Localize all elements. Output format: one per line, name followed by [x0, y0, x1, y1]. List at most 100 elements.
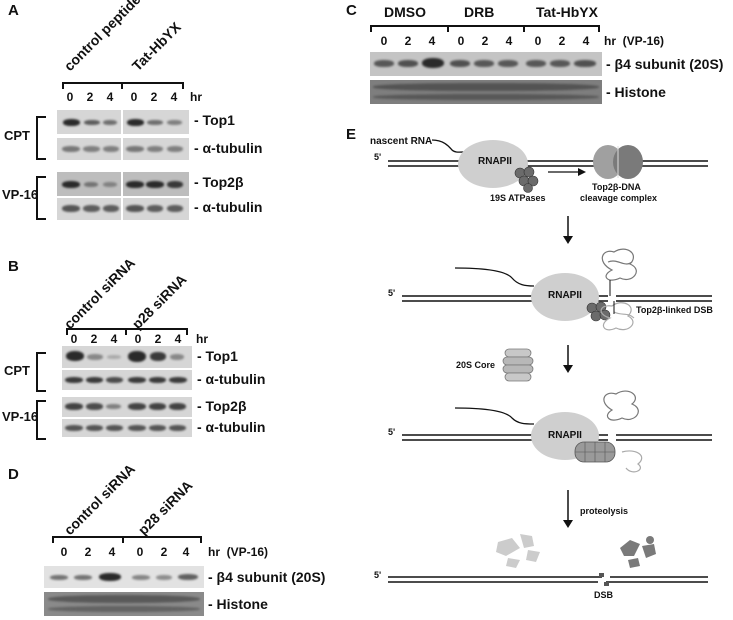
- blot-tubulin-b2: [62, 419, 192, 437]
- band-label-b4: - β4 subunit (20S): [208, 569, 326, 585]
- lane-label: 2: [481, 34, 489, 48]
- band-label-tubulin: - α-tubulin: [194, 199, 263, 215]
- row-bracket: [36, 116, 46, 160]
- panel-a-letter: A: [8, 2, 19, 19]
- bracket-tick: [598, 25, 600, 32]
- row-label-cpt: CPT: [4, 128, 30, 143]
- group-bracket: [52, 536, 202, 538]
- lane-label: 0: [66, 90, 74, 104]
- lane-label: 0: [130, 90, 138, 104]
- label-rnapii: RNAPII: [548, 290, 582, 301]
- row-bracket: [36, 352, 46, 392]
- band-label-tubulin: - α-tubulin: [197, 371, 266, 387]
- lane-label: 4: [106, 90, 114, 104]
- label-5prime: 5': [374, 152, 382, 162]
- label-5prime: 5': [388, 288, 396, 298]
- lane-label: 0: [60, 545, 68, 559]
- group-label-drb: DRB: [464, 4, 495, 20]
- blot-histone: [44, 592, 204, 616]
- blot-tubulin-a1: [57, 138, 189, 160]
- lane-label: 2: [150, 90, 158, 104]
- blot-top2b: [62, 397, 192, 417]
- step-2-linked-dsb: [402, 248, 712, 331]
- lane-label: 0: [380, 34, 388, 48]
- blot-tubulin-a2: [57, 198, 189, 220]
- band-label-histone: - Histone: [208, 596, 268, 612]
- bracket-tick: [66, 328, 68, 335]
- bracket-tick: [121, 82, 123, 89]
- time-unit: hr (VP-16): [208, 545, 269, 559]
- panel-b-letter: B: [8, 258, 19, 275]
- label-rnapii: RNAPII: [478, 156, 512, 167]
- label-cleavage-complex-1: Top2β-DNA: [592, 182, 641, 192]
- row-bracket: [36, 176, 46, 220]
- band-label-top1: - Top1: [197, 348, 238, 364]
- lane-label: 4: [182, 545, 190, 559]
- band-label-tubulin: - α-tubulin: [194, 140, 263, 156]
- blot-b4: [370, 52, 602, 76]
- group-label-tat-hbyx: Tat-HbYX: [536, 4, 598, 20]
- band-label-top2b: - Top2β: [194, 174, 244, 190]
- bracket-tick: [186, 328, 188, 335]
- lane-label: 2: [154, 332, 162, 346]
- step-1-transcription: [388, 139, 708, 193]
- lane-label: 0: [134, 332, 142, 346]
- label-linked-dsb: Top2β-linked DSB: [636, 305, 713, 315]
- label-20s-core: 20S Core: [456, 360, 496, 370]
- label-5prime: 5': [374, 570, 382, 580]
- bracket-tick: [370, 25, 372, 32]
- panel-d-letter: D: [8, 466, 19, 483]
- bracket-tick: [523, 25, 525, 32]
- label-nascent-rna: nascent RNA: [370, 136, 433, 147]
- lane-label: 0: [136, 545, 144, 559]
- lane-label: 4: [170, 90, 178, 104]
- lane-label: 4: [110, 332, 118, 346]
- bracket-tick: [122, 536, 124, 543]
- label-dsb: DSB: [594, 590, 614, 600]
- band-label-tubulin: - α-tubulin: [197, 419, 266, 435]
- group-bracket: [370, 25, 600, 27]
- blot-top2b: [57, 172, 189, 196]
- blot-tubulin-b1: [62, 370, 192, 390]
- label-19s-atpases: 19S ATPases: [490, 193, 546, 203]
- bracket-tick: [447, 25, 449, 32]
- lane-label: 4: [428, 34, 436, 48]
- group-label-dmso: DMSO: [384, 4, 426, 20]
- bracket-tick: [125, 328, 127, 335]
- step-4-dsb: [388, 534, 708, 586]
- lane-label: 2: [404, 34, 412, 48]
- blot-b4: [44, 566, 204, 588]
- panel-e-frame: [364, 124, 731, 618]
- row-label-vp16: VP-16: [2, 187, 39, 202]
- panel-c-letter: C: [346, 2, 357, 19]
- lane-label: 0: [457, 34, 465, 48]
- label-cleavage-complex-2: cleavage complex: [580, 193, 658, 203]
- group-bracket: [66, 328, 188, 330]
- label-5prime: 5': [388, 427, 396, 437]
- row-bracket: [36, 400, 46, 440]
- bracket-tick: [200, 536, 202, 543]
- lane-label: 0: [70, 332, 78, 346]
- lane-label: 4: [582, 34, 590, 48]
- blot-top1: [57, 110, 189, 134]
- blot-histone: [370, 80, 602, 104]
- group-bracket: [62, 82, 184, 84]
- label-proteolysis: proteolysis: [580, 506, 629, 516]
- row-label-cpt: CPT: [4, 363, 30, 378]
- row-label-vp16: VP-16: [2, 409, 39, 424]
- label-rnapii: RNAPII: [548, 430, 582, 441]
- lane-label: 2: [90, 332, 98, 346]
- bracket-tick: [62, 82, 64, 89]
- time-unit: hr: [196, 332, 208, 346]
- bracket-tick: [182, 82, 184, 89]
- lane-label: 2: [86, 90, 94, 104]
- bracket-tick: [52, 536, 54, 543]
- lane-label: 2: [84, 545, 92, 559]
- lane-label: 2: [160, 545, 168, 559]
- step-3-degradation: [402, 390, 712, 473]
- lane-label: 4: [505, 34, 513, 48]
- band-label-b4: - β4 subunit (20S): [606, 56, 724, 72]
- lane-label: 4: [174, 332, 182, 346]
- blot-top1: [62, 346, 192, 368]
